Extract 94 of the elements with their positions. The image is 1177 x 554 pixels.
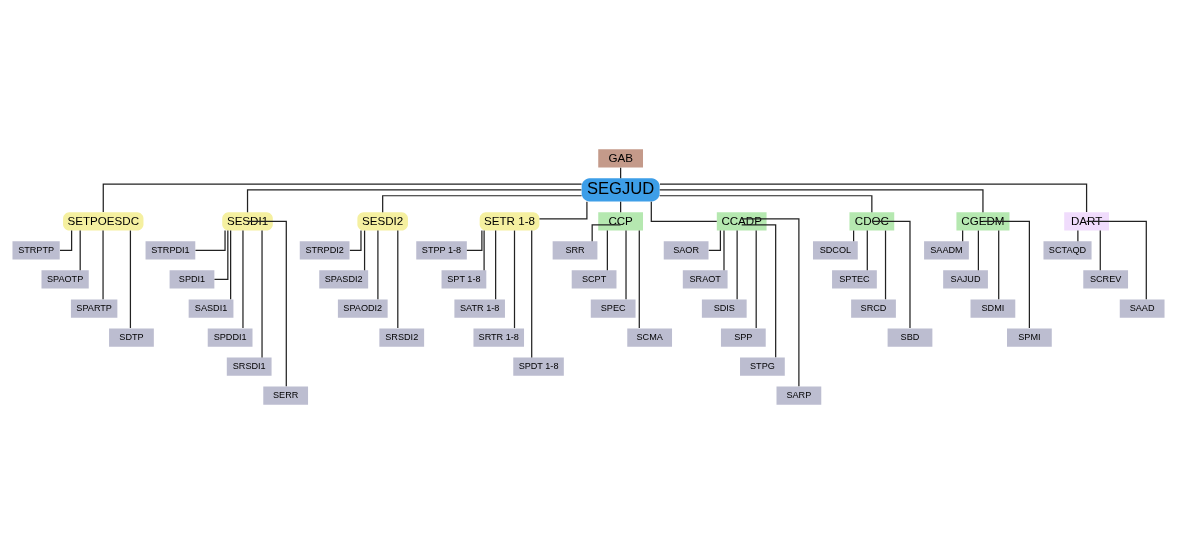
connector — [866, 229, 868, 271]
connector — [349, 229, 362, 252]
node-box: SRTR 1-8 — [473, 328, 525, 347]
connector — [625, 229, 627, 300]
node-box: SPAOTP — [41, 270, 89, 289]
connector — [1077, 229, 1079, 242]
node-box: SETR 1-8 — [479, 212, 540, 231]
node-box: SCTAQD — [1043, 241, 1092, 260]
connector — [59, 229, 73, 252]
node-box: SAJUD — [943, 270, 988, 289]
connector — [495, 229, 497, 300]
connector — [531, 229, 533, 359]
connector — [377, 229, 379, 300]
connector — [230, 229, 232, 300]
connector — [659, 195, 873, 213]
connector — [982, 220, 1030, 329]
node-box: SPDT 1-8 — [513, 357, 564, 376]
connector — [755, 229, 757, 329]
connector — [242, 229, 244, 329]
node-box: SPARTP — [70, 299, 118, 318]
connector — [736, 229, 738, 300]
connector — [998, 229, 1000, 300]
node-box: SETPOESDC — [63, 212, 144, 231]
connector — [659, 189, 984, 213]
node-box: SPASDI2 — [319, 270, 369, 289]
node-box: SARP — [776, 386, 822, 405]
node-box: STRPTP — [12, 241, 60, 260]
node-box: STPG — [740, 357, 785, 376]
connector — [102, 229, 104, 300]
connector — [483, 229, 485, 271]
connector — [213, 229, 229, 281]
node-box: SPT 1-8 — [441, 270, 487, 289]
node-box: SDCOL — [813, 241, 858, 260]
connector — [397, 229, 399, 329]
node-box: CCP — [598, 212, 643, 231]
connector — [638, 229, 640, 329]
node-box: SDMI — [970, 299, 1016, 318]
connector — [708, 229, 721, 252]
node-box: CCADP — [716, 212, 767, 231]
node-box: SRSDI2 — [379, 328, 425, 347]
connector — [723, 229, 725, 271]
node-box: SRSDI1 — [226, 357, 272, 376]
connector — [606, 229, 608, 271]
node-box: SAADM — [924, 241, 969, 260]
connector — [513, 229, 516, 329]
node-box: SCMA — [627, 328, 673, 347]
connector — [129, 229, 132, 329]
node-box: SPMI — [1007, 328, 1052, 347]
node-box: SPEC — [590, 299, 636, 318]
node-box: SCREV — [1083, 270, 1129, 289]
node-box: SATR 1-8 — [454, 299, 505, 318]
connector — [194, 229, 226, 252]
node-box: SAOR — [663, 241, 709, 260]
connector — [884, 229, 887, 300]
connector — [246, 220, 287, 387]
node-box: SPAODI2 — [337, 299, 388, 318]
node-box: SPDDI1 — [207, 328, 253, 347]
node-box: SDTP — [109, 328, 154, 347]
node-box: SERR — [263, 386, 309, 405]
connector — [650, 201, 718, 223]
node-box: CDOC — [849, 212, 895, 231]
node-box: SESDI1 — [222, 212, 273, 231]
node-box: SPP — [720, 328, 766, 347]
node-box: SESDI2 — [357, 212, 408, 231]
node-box: GAB — [598, 149, 643, 168]
connector — [261, 229, 263, 359]
connector — [1099, 229, 1101, 271]
node-box: SCPT — [571, 270, 617, 289]
connector — [79, 229, 81, 271]
node-box: SRAOT — [682, 270, 728, 289]
node-box: SDIS — [701, 299, 747, 318]
node-box: STRPDI1 — [145, 241, 196, 260]
connector — [538, 201, 588, 220]
node-box: SASDI1 — [188, 299, 234, 318]
connector — [741, 224, 777, 358]
connector — [363, 229, 366, 271]
node-box: SBD — [887, 328, 933, 347]
connector — [466, 229, 483, 252]
node-box: SAAD — [1119, 299, 1165, 318]
connector — [591, 224, 622, 242]
connector — [382, 195, 583, 213]
connector — [246, 189, 582, 213]
node-box: STRPDI2 — [299, 241, 350, 260]
node-box: SPTEC — [832, 270, 877, 289]
connector — [977, 229, 979, 271]
connector — [659, 183, 1088, 213]
connector — [102, 183, 583, 213]
node-box: STPP 1-8 — [416, 241, 467, 260]
node-box: SPDI1 — [169, 270, 215, 289]
connector — [871, 220, 911, 329]
node-box: SRCD — [851, 299, 896, 318]
connector — [741, 218, 800, 387]
node-box: SRR — [552, 241, 598, 260]
node-box: SEGJUD — [581, 178, 660, 202]
